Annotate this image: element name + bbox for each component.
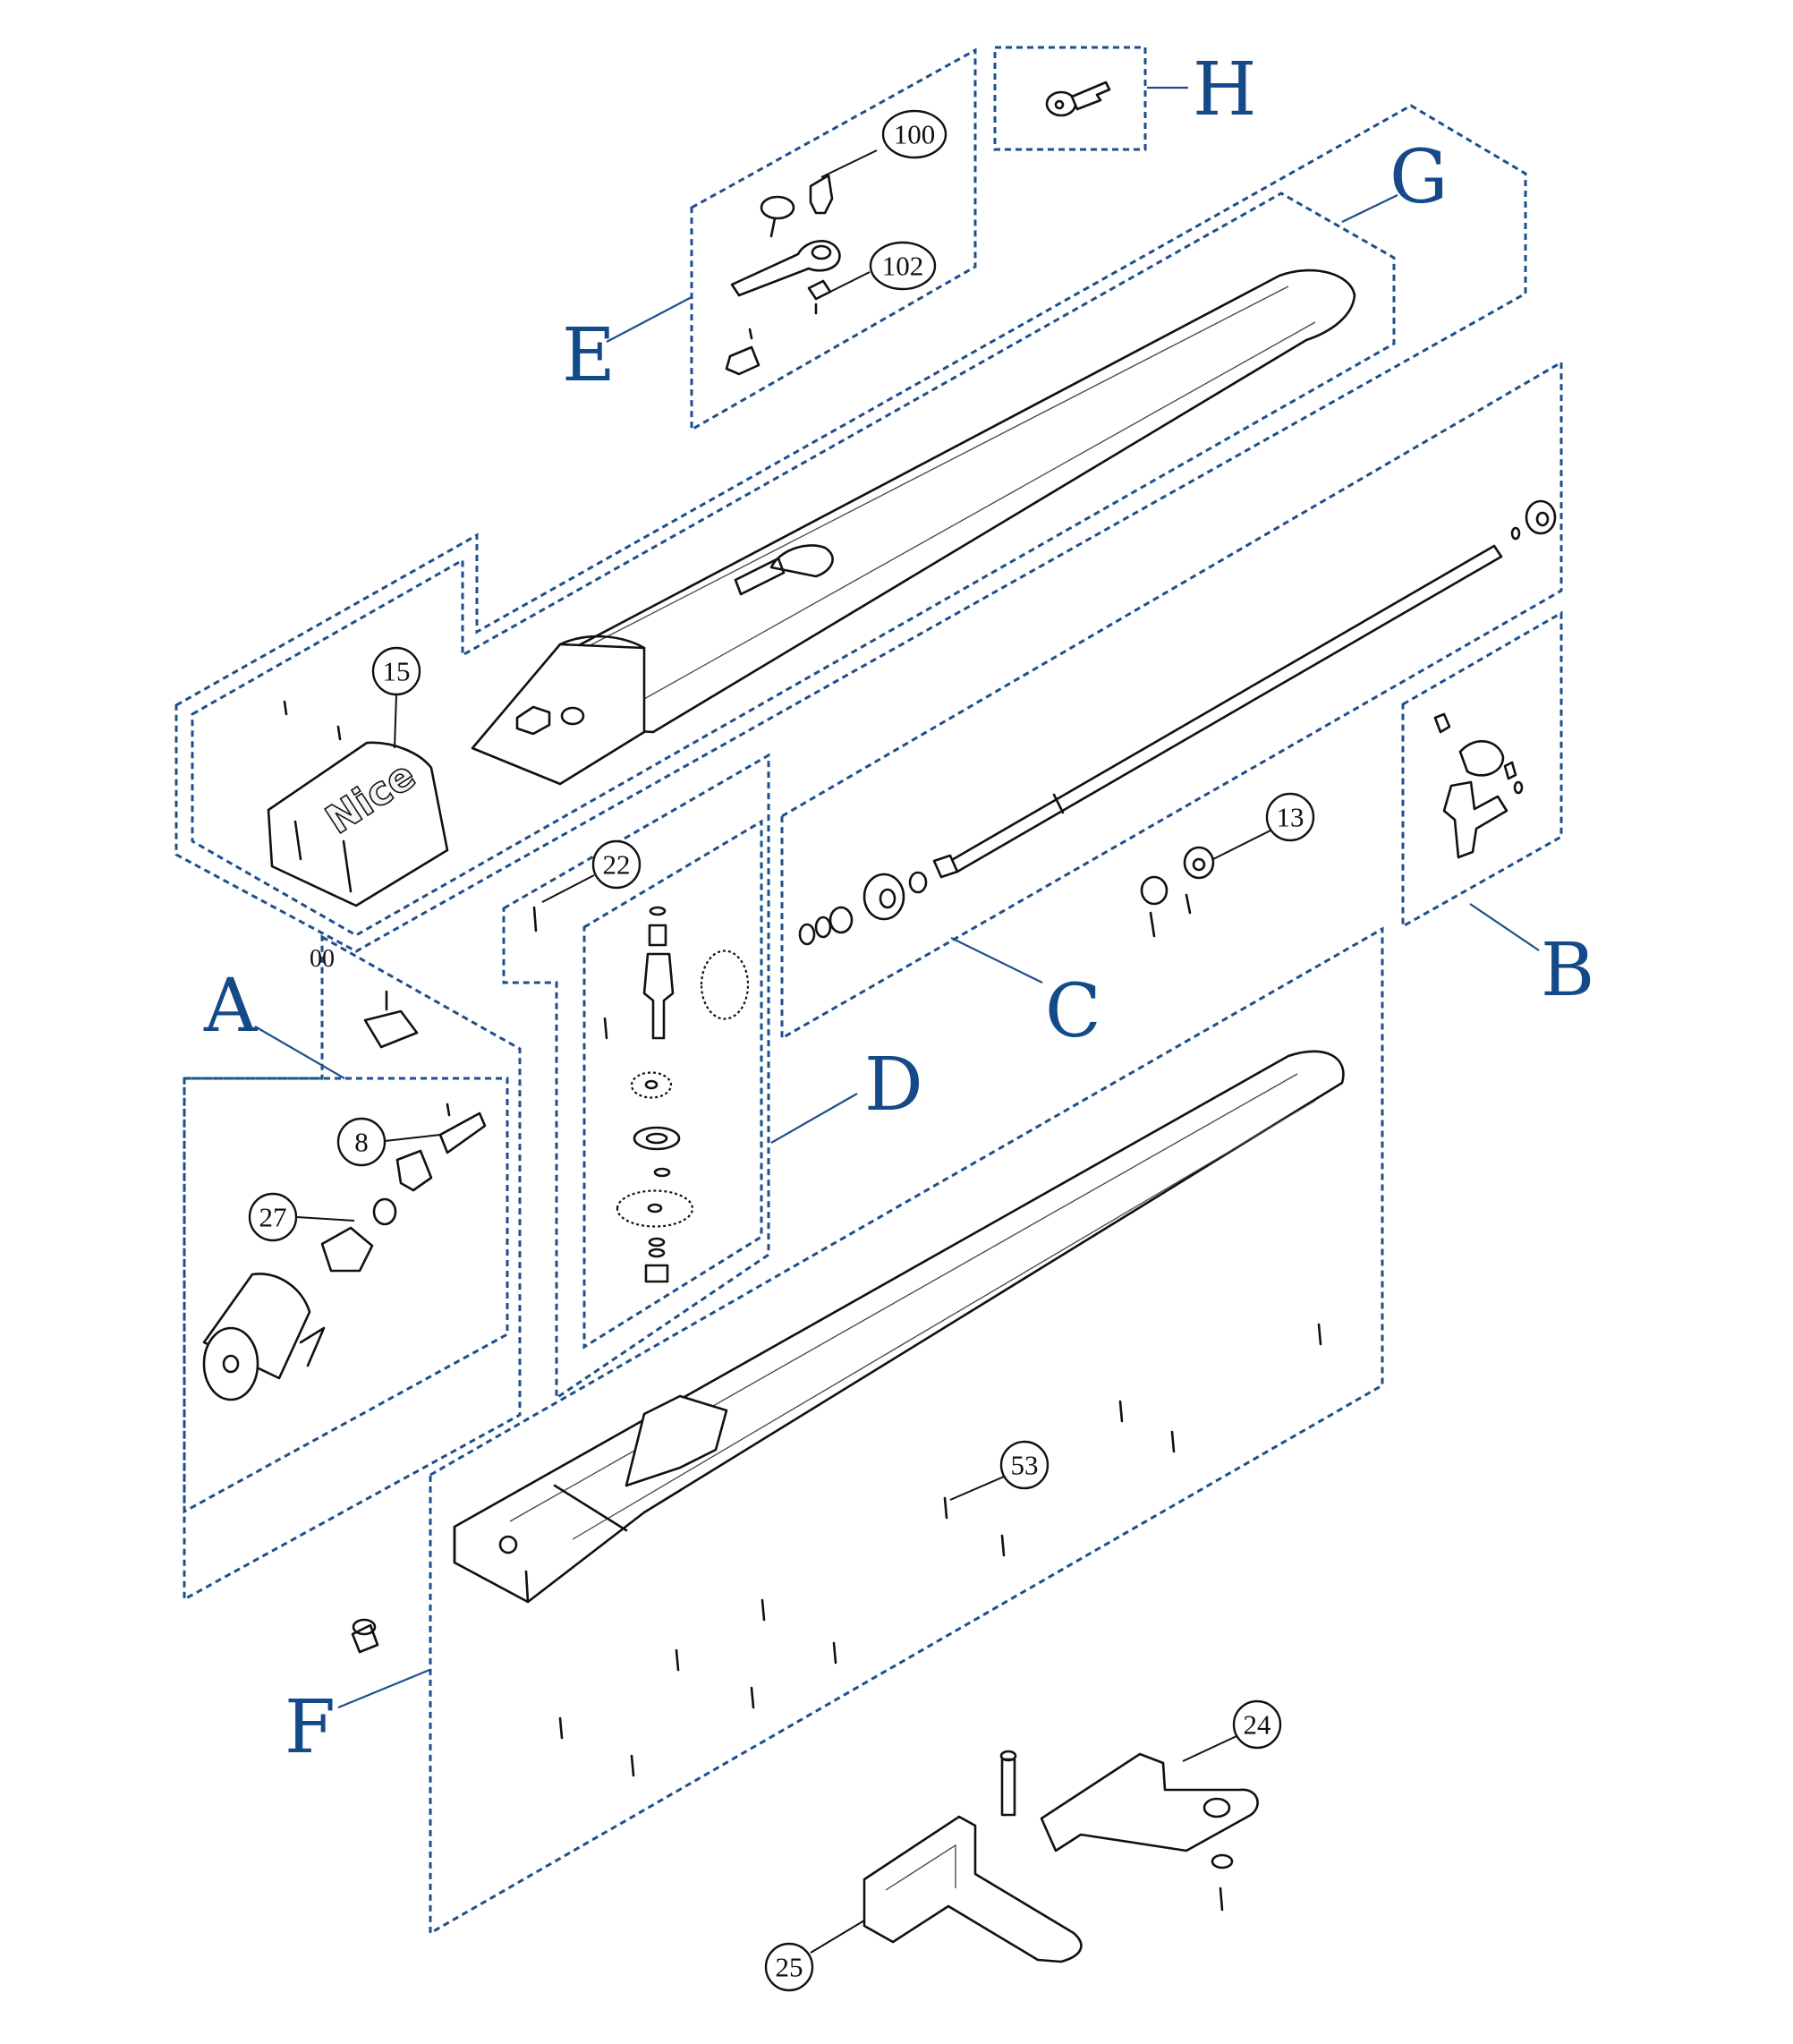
part-callout-8 [336,1117,387,1167]
leader-22 [541,874,595,903]
part-callout-102 [869,241,937,291]
leader-25 [810,1920,865,1954]
group-d-outer-outline [502,753,770,1401]
leader-c [950,937,1043,984]
part-number-24: 24 [1244,1709,1272,1741]
part-callouts: 100 102 15 22 13 8 27 53 24 25 [248,109,1315,1992]
part-callout-27 [248,1192,298,1242]
group-g-inner-outline [191,192,1396,937]
part-callout-22 [591,839,642,890]
group-labels: E H G B C D A F [203,47,1594,1770]
part-number-15: 15 [383,656,411,687]
release-lever-parts [725,174,841,376]
group-f-outline [429,926,1384,1936]
leader-b [1469,903,1540,951]
group-label-b: B [1541,928,1594,1013]
motor-assembly-part [202,990,487,1401]
leader-g [1341,194,1398,223]
leader-d [770,1093,858,1144]
part-callout-24 [1232,1699,1282,1750]
part-number-27: 27 [259,1202,287,1233]
screw-set [558,1323,1322,1777]
leader-27 [296,1216,355,1222]
part-callout-100 [881,109,947,159]
leader-8 [384,1134,441,1142]
group-h-outline [993,46,1147,151]
leader-53 [949,1476,1005,1501]
group-b-outline [1401,610,1563,929]
part-callout-15 [371,646,421,696]
leader-24 [1182,1735,1237,1762]
part-number-102: 102 [882,251,924,282]
leader-15 [394,694,397,749]
group-d-inner-outline [582,819,763,1350]
part-callout-25 [764,1942,814,1992]
rear-bracket-part [1433,712,1524,859]
leader-a [254,1026,345,1079]
group-label-a: A [203,964,259,1049]
leader-100 [820,149,878,178]
key-part [1045,81,1111,117]
group-e-outline [690,47,977,432]
part-number-13: 13 [1277,802,1304,833]
group-label-c: C [1045,969,1101,1054]
leader-102 [822,271,871,296]
gear-train-part [532,906,750,1283]
group-label-g: G [1389,135,1449,220]
front-bracket-part [999,1750,1259,1912]
group-g-outer-outline [174,104,1527,953]
part-number-22: 22 [603,849,631,881]
group-label-d: D [864,1043,923,1128]
group-label-h: H [1193,47,1257,132]
part-number-25: 25 [776,1952,803,1983]
group-c-outline [780,360,1563,1041]
part-callout-53 [999,1440,1049,1490]
group-a-inner-outline [183,1077,509,1514]
motor-cover-part: Nice [267,700,449,907]
leader-13 [1212,830,1271,860]
part-number-8: 8 [354,1127,369,1158]
part-callout-13 [1265,792,1315,842]
lead-screw-part [798,499,1557,946]
group-outlines [174,46,1563,1936]
rear-plate-part [863,1815,1083,1963]
group-label-f: F [285,1685,336,1770]
lower-housing-part [351,1050,1345,1654]
leader-f [337,1668,430,1709]
group-a-outer-outline [183,934,522,1602]
part-number-53: 53 [1011,1450,1039,1481]
top-cover-part [471,268,1356,786]
fragment-label: 00 [310,945,335,973]
leader-e [606,296,693,343]
group-label-e: E [562,313,616,398]
part-number-100: 100 [894,119,936,150]
